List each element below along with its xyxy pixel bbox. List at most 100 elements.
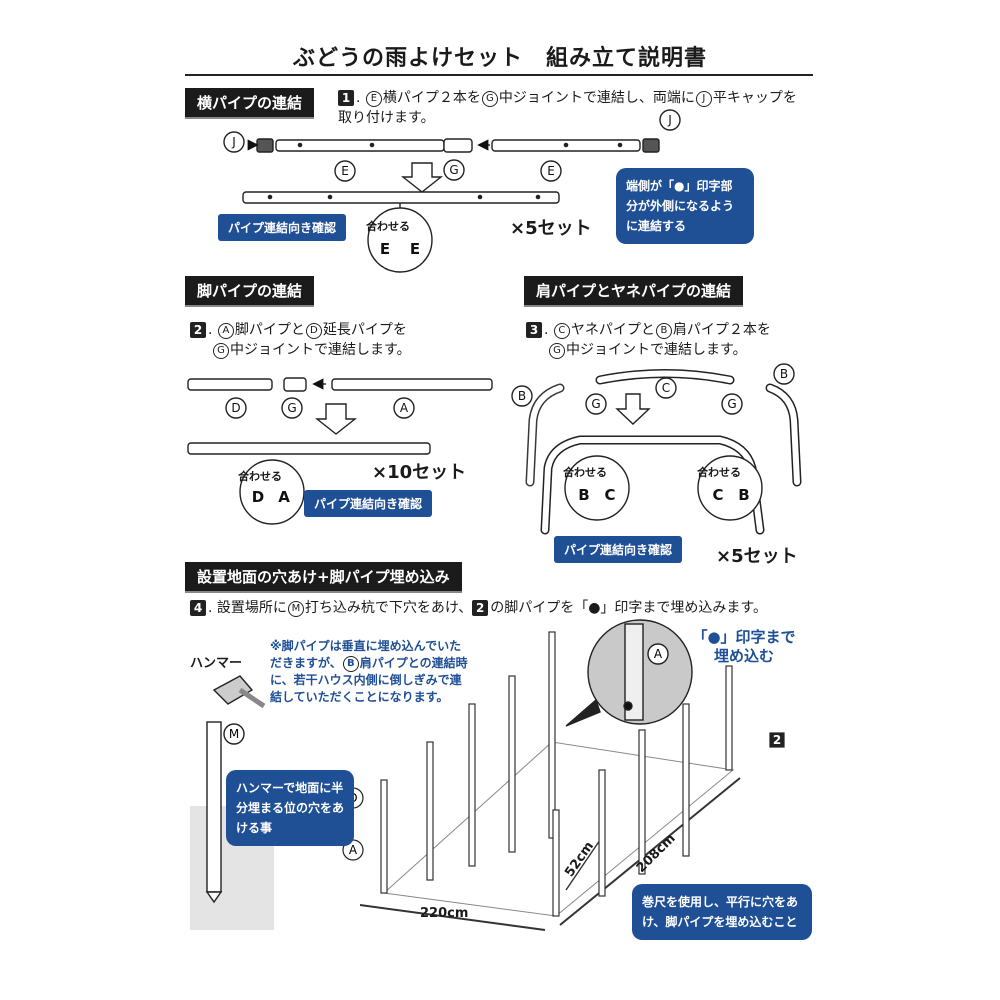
step1-line2: 取り付けます。 — [338, 110, 435, 126]
step-ref-2: 2 — [472, 600, 489, 616]
svg-text:D: D — [231, 401, 240, 415]
step-number: 1 — [338, 90, 354, 106]
section-header-horizontal-pipe: 横パイプの連結 — [185, 88, 315, 119]
part-label: E — [365, 91, 382, 107]
step3-line1: ヤネパイプと — [570, 322, 655, 338]
extension-pipe — [331, 378, 493, 391]
section2-pipes — [187, 377, 493, 525]
leg-pipe-post — [552, 809, 560, 917]
step-number: 2 — [190, 322, 206, 338]
direction-check-badge-1: パイプ連結向き確認 — [218, 214, 347, 241]
middle-joint — [443, 138, 473, 153]
svg-text:E: E — [410, 240, 420, 258]
tape-measure-note: 巻尺を使用し、平行に穴をあけ、脚パイプを埋め込むこと — [632, 884, 812, 940]
joined-horizontal-pipe — [242, 191, 560, 204]
part-label: B — [655, 323, 672, 339]
step1-line1c: 平キャップを — [712, 90, 797, 106]
sets-count-3: ×5セット — [716, 546, 798, 567]
hammer-label: ハンマー — [190, 656, 243, 671]
match-label-3a: 合わせる — [563, 466, 607, 479]
leg-pipe — [187, 378, 273, 391]
sets-count-1: ×5セット — [510, 218, 592, 239]
embed-to-mark-callout: 「●」印字まで埋め込む — [692, 628, 796, 665]
leg-pipe-post — [682, 703, 690, 857]
svg-text:G: G — [287, 401, 296, 415]
vertical-note-line1: ※脚パイプは垂直に埋め込んでいただきますが、 — [270, 639, 462, 670]
middle-joint — [283, 377, 307, 392]
svg-text:B: B — [578, 486, 589, 504]
svg-text:D: D — [252, 488, 264, 506]
step-number: 3 — [526, 322, 542, 338]
step3-line2: 中ジョイントで連結します。 — [566, 342, 747, 358]
hammer-hole-note: ハンマーで地面に半分埋まる位の穴をあける事 — [226, 770, 354, 846]
outer-end-note: 端側が「●」印字部分が外側になるように連結する — [616, 168, 754, 244]
match-label-3b: 合わせる — [697, 466, 741, 479]
step3-line1b: 肩パイプ２本を — [672, 322, 771, 338]
section-header-shoulder-roof-pipe: 肩パイプとヤネパイプの連結 — [524, 276, 744, 307]
direction-check-badge-3: パイプ連結向き確認 — [554, 536, 683, 563]
svg-text:B: B — [518, 389, 526, 403]
step2-line1b: 延長パイプを — [322, 322, 407, 338]
part-label: C — [553, 323, 570, 339]
flat-cap-right — [642, 138, 660, 153]
step4-line1b: 打ち込み杭で下穴をあけ、 — [304, 600, 473, 616]
dim-width: 220cm — [420, 906, 469, 921]
step2-line2: 中ジョイントで連結します。 — [230, 342, 411, 358]
svg-text:B: B — [738, 486, 749, 504]
match-label-1: 合わせる — [366, 220, 410, 233]
svg-text:J: J — [231, 135, 236, 149]
sets-count-2: ×10セット — [372, 462, 467, 483]
part-label: B — [342, 656, 359, 672]
hammer-icon — [212, 675, 254, 705]
section-header-ground-holes: 設置地面の穴あけ+脚パイプ埋め込み — [185, 562, 462, 593]
svg-text:G: G — [449, 163, 458, 177]
svg-text:J: J — [667, 113, 672, 127]
svg-text:G: G — [727, 397, 736, 411]
leg-pipe-post — [548, 631, 556, 839]
svg-text:E: E — [341, 164, 349, 178]
svg-text:A: A — [349, 843, 358, 857]
part-label: G — [213, 343, 229, 359]
svg-text:A: A — [400, 401, 409, 415]
leg-pipe-post — [380, 779, 388, 894]
part-label: G — [481, 91, 498, 107]
part-label: J — [695, 91, 712, 107]
step1-line1: 横パイプ２本を — [382, 90, 481, 106]
part-label: M — [287, 601, 304, 617]
flat-cap-left — [256, 138, 274, 153]
page-title: ぶどうの雨よけセット 組み立て説明書 — [292, 46, 707, 71]
svg-text:B: B — [780, 367, 788, 381]
svg-text:A: A — [654, 647, 663, 661]
svg-text:E: E — [547, 164, 555, 178]
svg-text:C: C — [712, 486, 723, 504]
svg-text:C: C — [604, 486, 615, 504]
leg-pipe-post — [426, 741, 434, 881]
svg-text:A: A — [278, 488, 290, 506]
leg-pipe-post — [508, 675, 516, 853]
joined-leg-pipe — [187, 442, 431, 455]
svg-text:2: 2 — [773, 733, 781, 747]
match-detail-circle-right — [697, 455, 763, 521]
vertical-note-line2: 肩パイプとの連結時に、若干ハウス内側に倒しぎみで連結していただくことになります。 — [270, 656, 468, 704]
step-number: 4 — [190, 600, 206, 616]
stake — [206, 721, 222, 893]
leg-pipe-post — [725, 665, 733, 771]
leg-pipe-post — [638, 729, 646, 875]
svg-text:M: M — [229, 727, 239, 741]
ground-detail-photo — [565, 619, 693, 727]
part-label: D — [305, 323, 322, 339]
section1-pipes — [223, 109, 681, 273]
leg-pipe-post — [598, 769, 606, 897]
step2-line1: 脚パイプと — [234, 322, 305, 338]
leg-pipe-post — [468, 703, 476, 867]
svg-text:C: C — [662, 381, 670, 395]
title-divider — [185, 74, 813, 76]
part-label: A — [217, 323, 234, 339]
field-layout — [359, 741, 741, 931]
direction-check-badge-2: パイプ連結向き確認 — [304, 490, 433, 517]
